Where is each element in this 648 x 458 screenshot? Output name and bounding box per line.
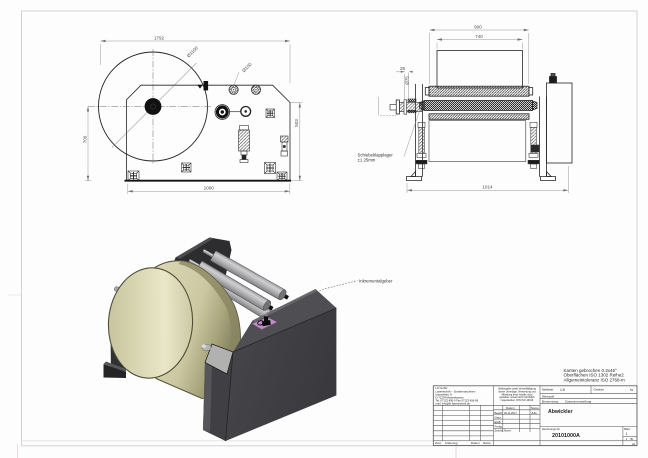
svg-text:EGB: EGB [495, 420, 501, 424]
svg-text:Abwickler: Abwickler [548, 409, 573, 415]
svg-text:LK GmbH: LK GmbH [436, 386, 448, 390]
svg-text:Zusammenstellung: Zusammenstellung [565, 400, 591, 404]
svg-text:30.11.2017: 30.11.2017 [504, 411, 517, 415]
svg-text:Fertig: Fertig [495, 425, 503, 429]
svg-text:Bl.: Bl. [631, 437, 634, 441]
svg-text:Blatt: Blatt [624, 427, 630, 431]
svg-text:D-71234 Musterhausen: D-71234 Musterhausen [436, 395, 465, 399]
svg-text:Datum: Datum [471, 441, 480, 445]
svg-text:Inkrementalgeber: Inkrementalgeber [359, 279, 393, 284]
svg-text:mail: info@lk-lasertechnik.de: mail: info@lk-lasertechnik.de [436, 401, 471, 405]
svg-text:1:5: 1:5 [560, 388, 565, 392]
svg-text:Gewicht: Gewicht [594, 388, 605, 392]
svg-text:25: 25 [400, 66, 406, 71]
svg-text:Zust.: Zust. [435, 441, 442, 445]
svg-text:900: 900 [474, 24, 482, 29]
svg-text:Änderung: Änderung [445, 441, 458, 445]
svg-text:Ø75: Ø75 [405, 76, 410, 85]
svg-text:740: 740 [475, 34, 483, 39]
svg-text:700: 700 [82, 135, 87, 143]
svg-text:Allgemeintoleranz ISO 2768-m: Allgemeintoleranz ISO 2768-m [564, 377, 626, 382]
svg-text:Schiebeklapplager: Schiebeklapplager [358, 153, 394, 158]
svg-text:JHG: JHG [531, 411, 538, 415]
svg-text:1: 1 [626, 437, 628, 441]
svg-text:Maßstab: Maßstab [542, 388, 554, 392]
svg-text:20101000A: 20101000A [552, 433, 580, 439]
svg-text:Bearb.: Bearb. [495, 411, 504, 415]
svg-text:1000: 1000 [204, 186, 215, 191]
svg-text:Datum: Datum [506, 406, 515, 410]
svg-text:Name: Name [531, 406, 539, 410]
svg-text:Lasertechnik – Sondermaschinen: Lasertechnik – Sondermaschinen [436, 389, 476, 393]
svg-text:1792: 1792 [154, 36, 165, 41]
svg-text:zugestanden. DIN ISO 16016: zugestanden. DIN ISO 16016 [501, 399, 534, 402]
svg-text:Zeichn.Norm: Zeichn.Norm [495, 429, 512, 433]
svg-text:Industriestr. 8: Industriestr. 8 [436, 392, 453, 396]
svg-text:Gepr.: Gepr. [495, 415, 502, 419]
svg-text:dieser Unterlage, Verwertung u: dieser Unterlage, Verwertung und [498, 390, 536, 393]
svg-text:Zeichnungs-Nr.: Zeichnungs-Nr. [542, 427, 560, 431]
svg-text:gestattet, soweit nicht schrif: gestattet, soweit nicht schriftlich [499, 396, 535, 399]
svg-text:1: 1 [626, 432, 628, 436]
svg-text:Kanten gebrochen 0.3x45°: Kanten gebrochen 0.3x45° [564, 368, 618, 373]
svg-text:1014: 1014 [482, 185, 493, 190]
svg-text:Oberflächen ISO 1302 Reihe2: Oberflächen ISO 1302 Reihe2 [564, 373, 625, 378]
svg-text:Weitergabe sowie Vervielfältig: Weitergabe sowie Vervielfältigung [498, 388, 536, 391]
svg-text:±1 25mm: ±1 25mm [358, 157, 376, 162]
svg-text:Mitteilung ihres Inhalts nicht: Mitteilung ihres Inhalts nicht [502, 393, 533, 396]
svg-text:Benennung:: Benennung: [542, 400, 559, 404]
svg-text:Ø150: Ø150 [241, 61, 253, 73]
svg-text:A2: A2 [632, 443, 636, 446]
svg-text:kg: kg [630, 388, 633, 392]
svg-text:Name: Name [483, 441, 491, 445]
svg-text:Tel. 07123 456-0 Fax 07123 45: Tel. 07123 456-0 Fax 07123 456-99 [436, 398, 479, 402]
svg-text:503: 503 [294, 119, 299, 127]
svg-text:Werkstoff: Werkstoff [542, 394, 554, 398]
